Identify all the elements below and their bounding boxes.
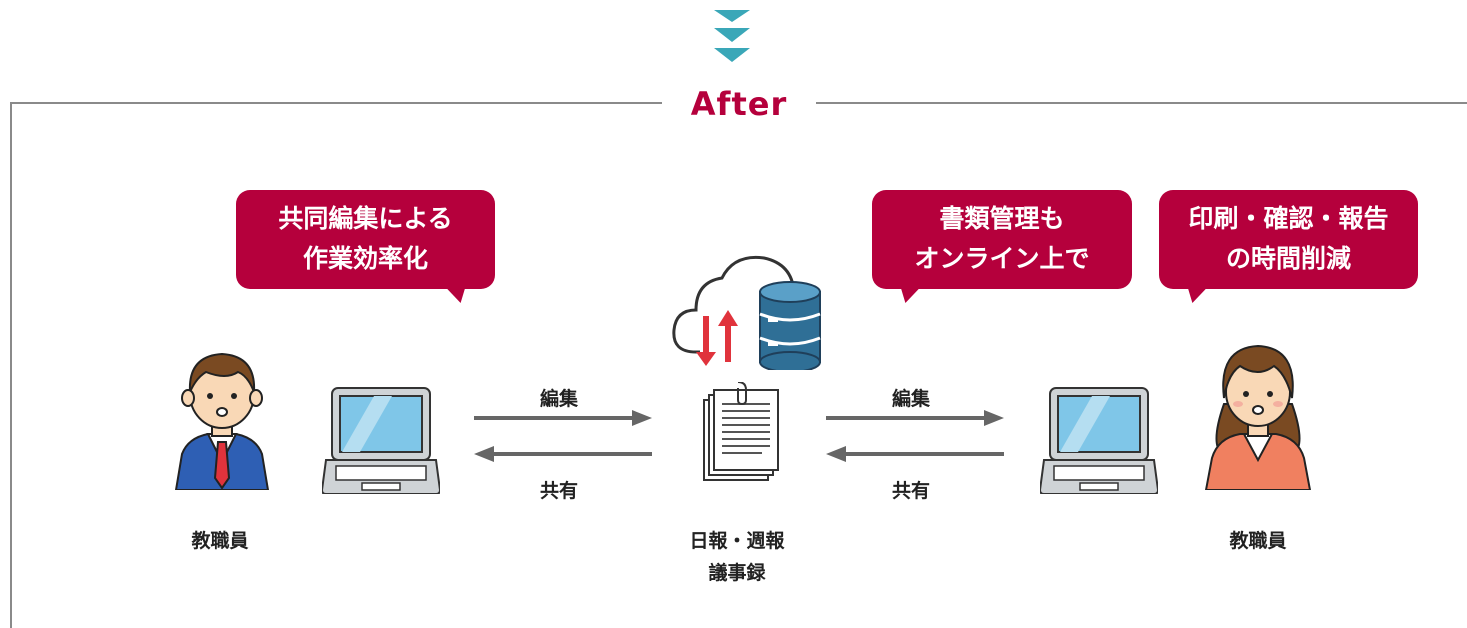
chevron-down-icon [714, 10, 750, 62]
bubble-tail [445, 287, 471, 303]
flow-label-edit-right: 編集 [891, 388, 930, 410]
person-label: 教職員 [1229, 530, 1287, 552]
frame-border-left [10, 102, 12, 628]
male-teacher-icon [174, 352, 270, 490]
bubble-text-line: オンライン上で [914, 244, 1090, 273]
sync-arrows-icon [696, 310, 738, 366]
bubble-text-line: 共同編集による [278, 204, 453, 233]
speech-bubble-time-reduction: 印刷・確認・報告 の時間削減 [1159, 190, 1418, 303]
laptop-icon [322, 387, 440, 494]
section-title: After [690, 85, 788, 123]
frame-border-top-right [816, 102, 1467, 104]
speech-bubble-document-management: 書類管理も オンライン上で [872, 190, 1132, 303]
bubble-text-line: 印刷・確認・報告 [1188, 204, 1389, 233]
frame-border-top-left [10, 102, 662, 104]
cloud-icon [672, 255, 821, 370]
laptop-icon [1040, 387, 1158, 494]
female-teacher-icon [1204, 344, 1312, 490]
arrow-right-icon [474, 410, 652, 426]
bubble-tail [1182, 287, 1208, 303]
bubble-tail [895, 287, 921, 303]
person-label: 教職員 [191, 530, 249, 552]
bubble-text-line: の時間削減 [1225, 244, 1351, 273]
flow-label-share-right: 共有 [891, 480, 930, 502]
arrow-left-icon [474, 446, 652, 462]
bubble-text-line: 書類管理も [939, 204, 1065, 233]
speech-bubble-collaboration: 共同編集による 作業効率化 [236, 190, 495, 303]
arrow-right-icon [826, 410, 1004, 426]
center-label-line: 議事録 [708, 562, 766, 584]
database-icon [759, 281, 821, 370]
center-label-line: 日報・週報 [689, 530, 785, 552]
flow-label-share-left: 共有 [539, 480, 578, 502]
arrow-left-icon [826, 446, 1004, 462]
bubble-text-line: 作業効率化 [302, 244, 428, 273]
document-stack-icon [703, 382, 779, 481]
flow-label-edit-left: 編集 [539, 388, 578, 410]
